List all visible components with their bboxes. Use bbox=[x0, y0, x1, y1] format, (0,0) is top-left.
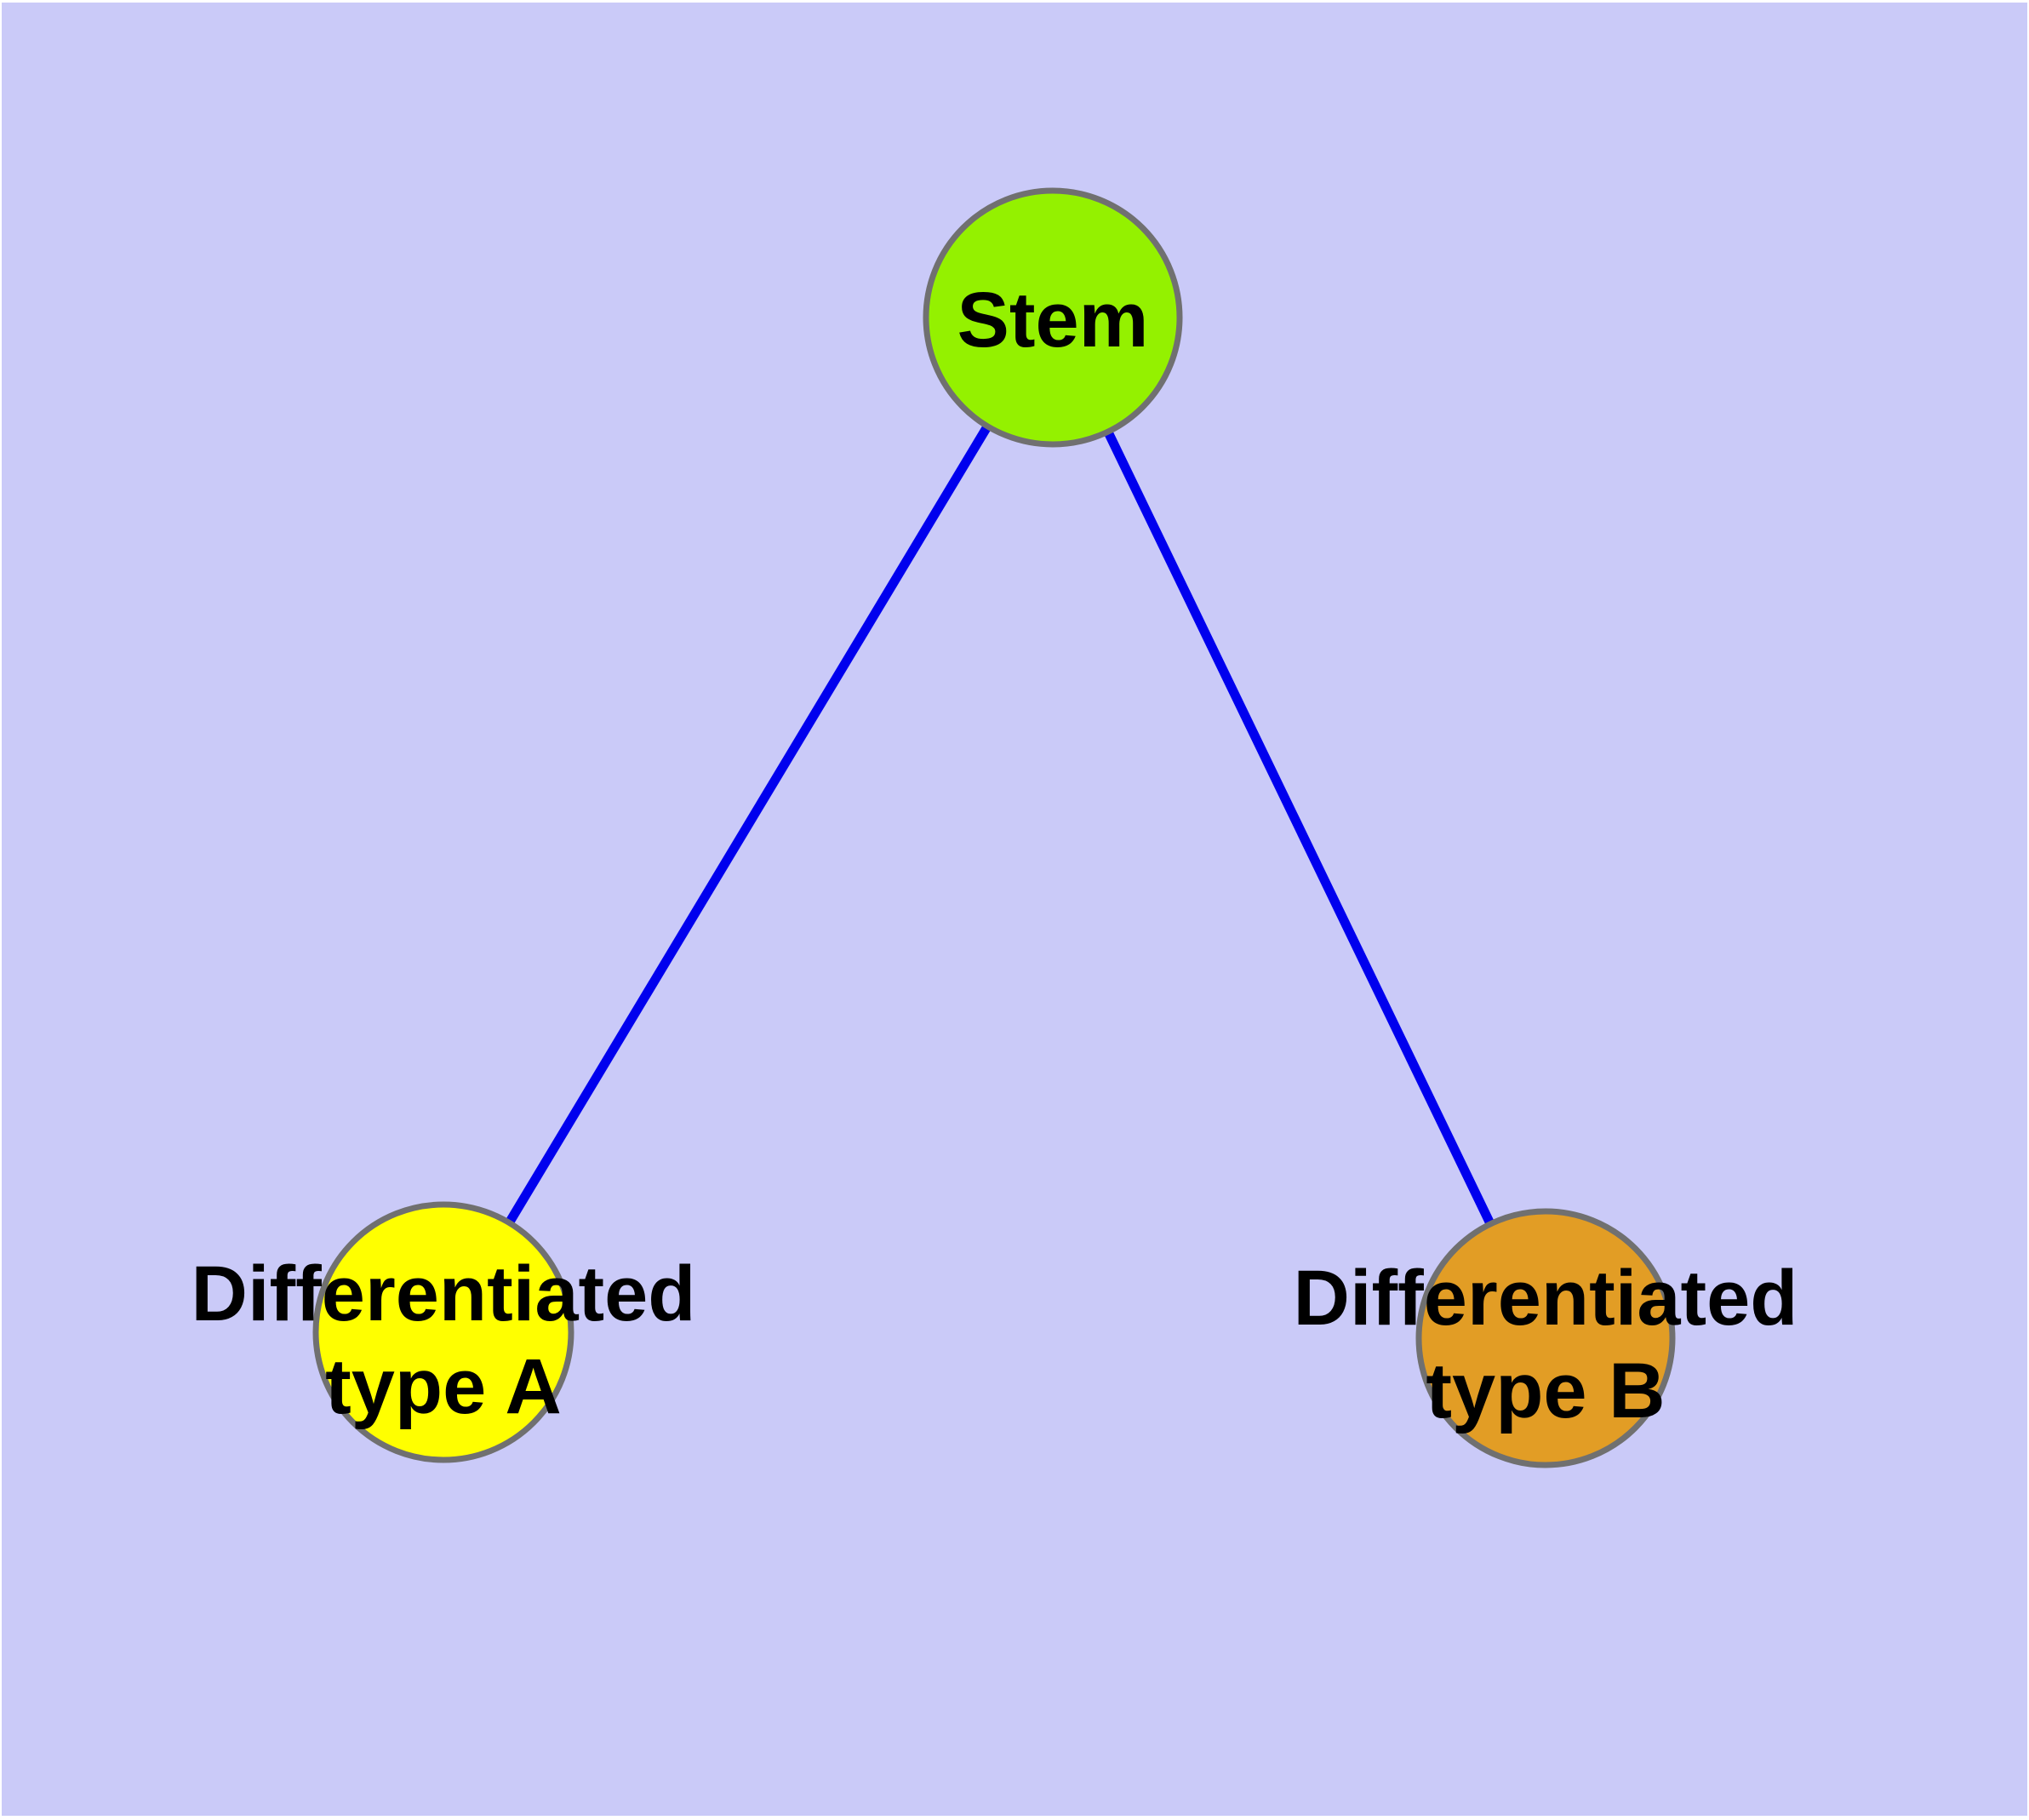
node-differentiated-type-a: Differentiated type A bbox=[191, 1201, 696, 1463]
edge-stem-to-type-a bbox=[439, 315, 1057, 1335]
node-stem-label: Stem bbox=[957, 277, 1149, 363]
node-differentiated-type-a-circle bbox=[312, 1201, 574, 1463]
node-stem: Stem bbox=[923, 187, 1183, 448]
node-differentiated-type-b-label-line1: Differentiated bbox=[1294, 1255, 1798, 1342]
node-differentiated-type-a-label-line1: Differentiated bbox=[191, 1251, 696, 1337]
node-differentiated-type-a-label-line2: type A bbox=[325, 1343, 562, 1430]
node-differentiated-type-b-circle bbox=[1415, 1208, 1676, 1468]
edge-stem-to-type-b bbox=[1049, 315, 1550, 1341]
node-differentiated-type-b-label-line2: type B bbox=[1426, 1348, 1665, 1434]
node-differentiated-type-b: Differentiated type B bbox=[1294, 1208, 1798, 1468]
node-stem-circle bbox=[923, 187, 1183, 448]
